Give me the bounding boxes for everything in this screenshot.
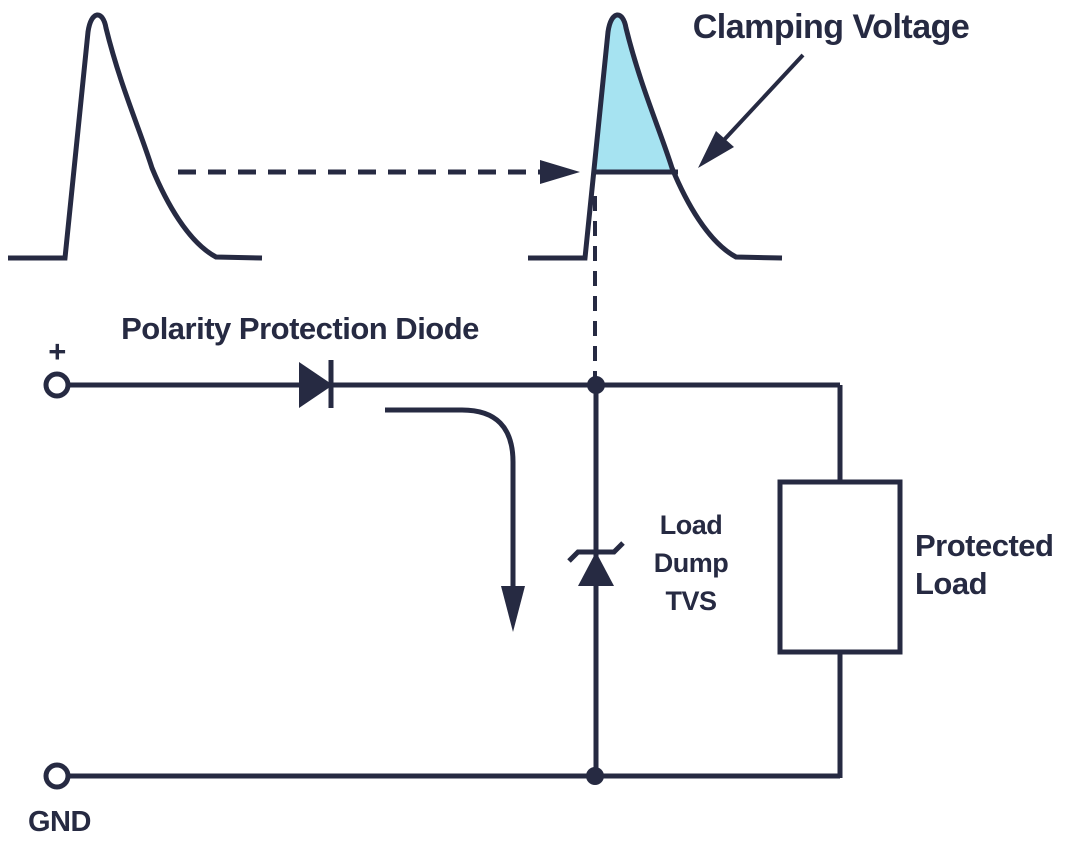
original-surge-waveform: [8, 12, 263, 261]
protected-load-label: Protected Load: [915, 528, 1054, 601]
gnd-terminal: [43, 762, 71, 790]
circuit-section: + Polarity Protection Diode Load Dump TV…: [28, 311, 1054, 838]
junction-dot-top: [587, 376, 605, 394]
load-dump-tvs-label-line-3: TVS: [665, 586, 716, 616]
polarity-protection-diode-label: Polarity Protection Diode: [121, 311, 479, 346]
load-dump-tvs-label-line-1: Load: [660, 510, 723, 540]
protected-load-box: [777, 479, 903, 655]
surge-current-arrow-line: [385, 407, 516, 588]
surge-transfer-arrowhead-icon: [540, 160, 580, 184]
load-dump-tvs-label-line-2: Dump: [654, 548, 729, 578]
clamping-voltage-label: Clamping Voltage: [693, 8, 970, 46]
load-dump-tvs-label: Load Dump TVS: [654, 510, 729, 616]
surge-current-arrowhead-icon: [501, 586, 525, 632]
plus-terminal: [43, 371, 71, 399]
tvs-zener-bar: [567, 541, 625, 563]
junction-dot-bottom: [586, 767, 604, 785]
tvs-diode-symbol: [578, 552, 614, 586]
clamped-area-fill: [594, 14, 674, 173]
plus-terminal-label: +: [48, 334, 66, 369]
polarity-diode-symbol: [299, 362, 333, 408]
protected-load-label-line-1: Protected: [915, 528, 1053, 563]
clamping-voltage-pointer-line: [721, 53, 805, 143]
gnd-label: GND: [28, 806, 91, 838]
clamping-voltage-arrowhead-icon: [698, 131, 734, 168]
waveform-section: Clamping Voltage: [8, 8, 970, 378]
clamped-surge-waveform: [528, 12, 783, 261]
protected-load-label-line-2: Load: [915, 566, 987, 601]
